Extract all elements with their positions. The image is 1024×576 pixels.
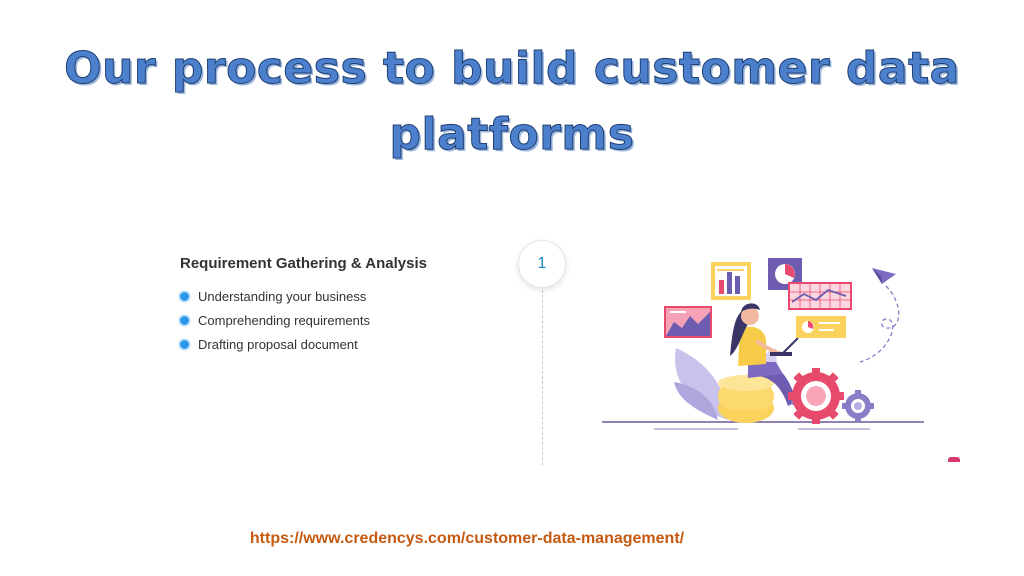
analysis-illustration (602, 258, 924, 430)
bullet-dot-icon (180, 291, 189, 301)
metric-card-icon (796, 316, 846, 338)
line-chart-card-icon (664, 306, 712, 338)
timeline-connector (542, 290, 543, 465)
step-content: Requirement Gathering & Analysis Underst… (170, 255, 500, 356)
step-number-badge: 1 (518, 240, 566, 288)
bullet-text: Drafting proposal document (198, 336, 358, 352)
step-heading: Requirement Gathering & Analysis (180, 255, 428, 272)
bullet-dot-icon (180, 339, 189, 349)
bar-chart-card-icon (711, 262, 751, 300)
paper-plane-icon (872, 268, 896, 284)
dashed-flight-path (859, 285, 900, 363)
list-item: Understanding your business (180, 284, 500, 308)
list-item: Comprehending requirements (180, 308, 500, 332)
bullet-dot-icon (180, 315, 189, 325)
step-bullet-list: Understanding your business Comprehendin… (170, 284, 500, 356)
bullet-text: Comprehending requirements (198, 312, 370, 328)
gear-small-icon (842, 390, 874, 422)
gear-icon (788, 368, 844, 424)
source-url-link[interactable]: https://www.credencys.com/customer-data-… (249, 530, 685, 547)
corner-accent-mark (948, 457, 960, 462)
pie-chart-card-icon (768, 258, 802, 290)
slide-title: Our process to build customer data platf… (64, 43, 960, 161)
list-item: Drafting proposal document (180, 332, 500, 356)
bullet-text: Understanding your business (198, 288, 367, 304)
grid-chart-card-icon (788, 282, 852, 310)
